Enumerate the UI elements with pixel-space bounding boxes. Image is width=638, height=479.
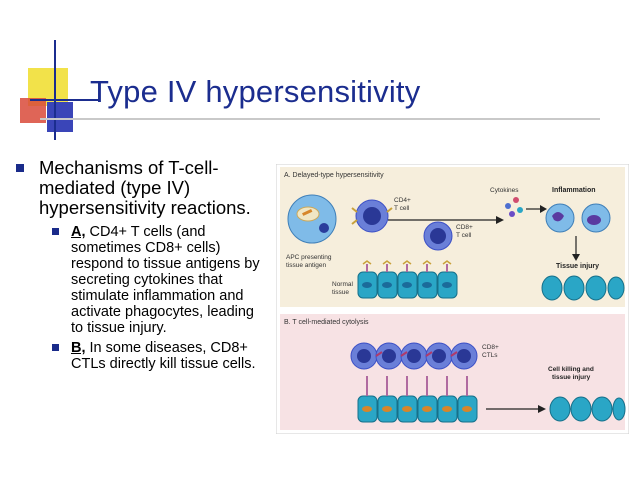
panel-b: B. T cell-mediated cytolysis CD8+ CTLs — [280, 314, 626, 430]
sub-bullet-a-label: A, — [71, 224, 86, 240]
cd4-t-cell — [351, 199, 393, 233]
decor-horizontal-line — [30, 99, 100, 101]
normal-tissue-cells — [357, 260, 458, 299]
cd4-label-line2: T cell — [394, 205, 410, 212]
cell-killing-label-line1: Cell killing and — [548, 366, 594, 373]
sub-bullet-b-text: In some diseases, CD8+ CTLs directly kil… — [71, 340, 256, 372]
panel-a: A. Delayed-type hypersensitivity APC pre… — [280, 167, 625, 307]
main-bullet: Mechanisms of T-cell-mediated (type IV) … — [16, 158, 266, 218]
hypersensitivity-figure: A. Delayed-type hypersensitivity APC pre… — [276, 164, 629, 434]
panel-b-heading: B. T cell-mediated cytolysis — [284, 319, 369, 326]
cd8-label-line1: CD8+ — [456, 224, 473, 231]
cd8-label-line2: T cell — [456, 232, 472, 239]
injured-tissue-cells-b — [549, 396, 626, 422]
sub-bullet-b: B, In some diseases, CD8+ CTLs directly … — [16, 340, 266, 372]
cd4-label-line1: CD4+ — [394, 197, 411, 204]
normal-tissue-label-line1: Normal — [332, 281, 354, 288]
target-tissue-cells — [357, 376, 478, 423]
slide-title: Type IV hypersensitivity — [90, 74, 421, 109]
cytokines-label: Cytokines — [490, 187, 519, 194]
apc-cell — [287, 194, 337, 244]
title-divider — [40, 118, 600, 120]
arrow-head-icon — [496, 216, 504, 224]
injured-tissue-cells-a — [541, 275, 625, 301]
tissue-injury-label: Tissue injury — [556, 263, 599, 270]
bullet-marker-icon — [16, 164, 24, 172]
apc-label-line1: APC presenting — [286, 254, 332, 261]
cytokine-dots — [505, 197, 523, 217]
cell-killing-label-line2: tissue injury — [552, 374, 591, 381]
bullet-marker-icon — [52, 344, 59, 351]
decor-vertical-line — [54, 40, 56, 140]
cd8-t-cell — [423, 221, 453, 251]
normal-tissue-label-line2: tissue — [332, 289, 349, 296]
ctl-label-line1: CD8+ — [482, 344, 499, 351]
decor-blue-block — [47, 102, 73, 132]
arrow-head-icon — [538, 405, 546, 413]
sub-bullet-b-label: B, — [71, 340, 86, 356]
bullet-marker-icon — [52, 228, 59, 235]
ctl-label-line2: CTLs — [482, 352, 498, 359]
bullet-list: Mechanisms of T-cell-mediated (type IV) … — [16, 158, 266, 372]
sub-bullet-a-text: CD4+ T cells (and sometimes CD8+ cells) … — [71, 224, 260, 336]
inflammation-cells — [545, 203, 611, 233]
apc-label-line2: tissue antigen — [286, 262, 326, 269]
main-bullet-text: Mechanisms of T-cell-mediated (type IV) … — [39, 157, 251, 218]
ctl-cells — [350, 342, 478, 370]
panel-a-heading: A. Delayed-type hypersensitivity — [284, 172, 384, 179]
sub-bullet-a: A, CD4+ T cells (and sometimes CD8+ cell… — [16, 224, 266, 336]
inflammation-label: Inflammation — [552, 187, 596, 194]
